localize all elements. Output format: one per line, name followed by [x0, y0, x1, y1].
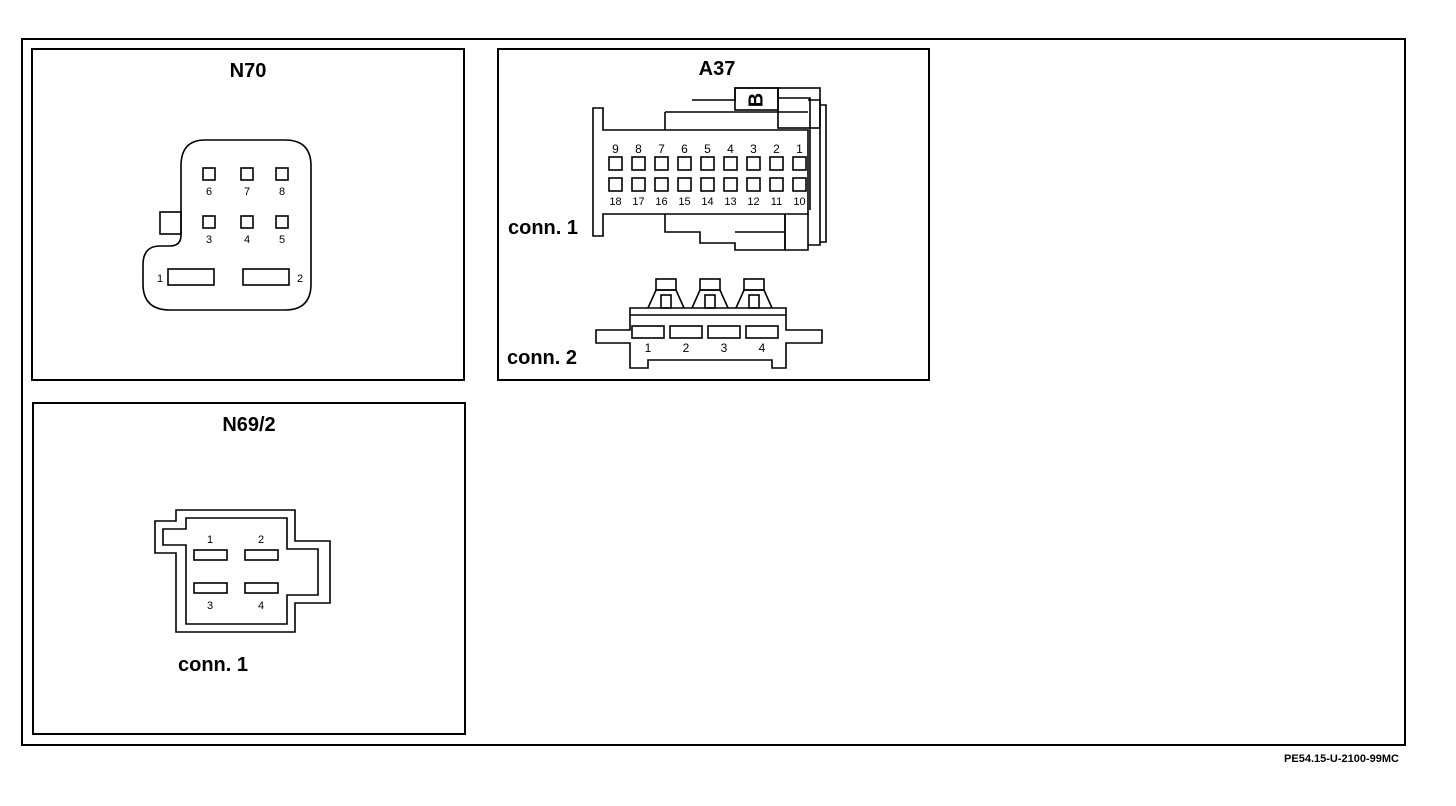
- a37-conn1-pin-label: 14: [701, 196, 713, 208]
- n69-2-pin-cell: [193, 582, 228, 594]
- a37-conn1-pin-cell: [723, 177, 738, 192]
- a37-conn2-pin-label: 4: [759, 341, 766, 355]
- drawing-reference: PE54.15-U-2100-99MC: [1284, 753, 1399, 765]
- n69-2-pin-cell: [244, 549, 279, 561]
- a37-conn1-pin-label: 2: [773, 142, 780, 156]
- a37-conn1-pin-cell: [723, 156, 738, 171]
- a37-conn2-pin-cell: [669, 325, 703, 339]
- a37-conn1-pin-cell: [654, 156, 669, 171]
- n69-2-pin-label: 4: [258, 600, 264, 612]
- n70-blade-pin: [242, 268, 290, 286]
- panel-n70-border: [31, 48, 465, 381]
- a37-conn2-housing: [595, 278, 823, 369]
- n69-2-pin-label: 2: [258, 534, 264, 546]
- a37-conn1-pin-cell: [769, 177, 784, 192]
- a37-conn2-label: conn. 2: [507, 347, 577, 369]
- n70-pin-label: 8: [279, 186, 285, 198]
- n69-2-pin-label: 1: [207, 534, 213, 546]
- a37-conn1-pin-label: 12: [747, 196, 759, 208]
- n69-2-pin-cell: [193, 549, 228, 561]
- a37-conn1-pin-label: 13: [724, 196, 736, 208]
- a37-conn1-pin-label: 5: [704, 142, 711, 156]
- n69-2-connector-body: [154, 509, 331, 633]
- a37-conn1-pin-label: 7: [658, 142, 665, 156]
- a37-conn1-label: conn. 1: [508, 217, 578, 239]
- n70-pin-label: 3: [206, 234, 212, 246]
- a37-conn1-pin-cell: [631, 177, 646, 192]
- a37-conn1-pin-label: 4: [727, 142, 734, 156]
- panel-n69-2: N69/2 1 2 3 4 conn. 1: [32, 402, 466, 735]
- a37-conn1-pin-cell: [792, 177, 807, 192]
- n70-pin-label: 2: [297, 273, 303, 285]
- n70-connector-body: [142, 139, 312, 311]
- n70-pin-cell: [240, 167, 254, 181]
- n70-pin-cell: [275, 167, 289, 181]
- a37-conn2-pin-cell: [745, 325, 779, 339]
- a37-conn1-pin-label: 9: [612, 142, 619, 156]
- a37-coding-letter: B: [745, 93, 767, 107]
- n70-pin-label: 6: [206, 186, 212, 198]
- a37-conn1-pin-label: 18: [609, 196, 621, 208]
- n69-2-pin-label: 3: [207, 600, 213, 612]
- a37-conn1-pin-cell: [631, 156, 646, 171]
- a37-conn1-pin-label: 17: [632, 196, 644, 208]
- n70-pin-cell: [202, 167, 216, 181]
- a37-conn1-pin-label: 15: [678, 196, 690, 208]
- panel-a37-border: [497, 48, 930, 381]
- a37-conn2-pin-cell: [707, 325, 741, 339]
- a37-conn1-pin-cell: [608, 177, 623, 192]
- a37-conn1-pin-label: 11: [771, 196, 782, 208]
- n70-latch: [159, 211, 182, 235]
- n70-pin-label: 5: [279, 234, 285, 246]
- a37-conn1-pin-cell: [608, 156, 623, 171]
- n70-pin-label: 7: [244, 186, 250, 198]
- n70-pin-label: 4: [244, 234, 250, 246]
- outer-frame: [21, 38, 1406, 746]
- n70-blade-pin: [167, 268, 215, 286]
- panel-n70-title: N70: [230, 60, 267, 82]
- n70-pin-label: 1: [157, 273, 163, 285]
- a37-conn2-pin-label: 2: [683, 341, 690, 355]
- a37-conn1-pin-cell: [700, 156, 715, 171]
- a37-conn1-pin-cell: [677, 156, 692, 171]
- n69-2-conn1-label: conn. 1: [178, 654, 248, 676]
- a37-conn1-pin-cell: [746, 156, 761, 171]
- a37-conn1-pin-cell: [792, 156, 807, 171]
- a37-conn1-pin-cell: [677, 177, 692, 192]
- a37-conn1-pin-label: 10: [793, 196, 805, 208]
- a37-conn2-pin-label: 3: [721, 341, 728, 355]
- a37-conn1-pin-label: 3: [750, 142, 757, 156]
- a37-conn1-pin-label: 8: [635, 142, 642, 156]
- a37-conn1-pin-cell: [769, 156, 784, 171]
- a37-conn2-pin-cell: [631, 325, 665, 339]
- n70-pin-cell: [202, 215, 216, 229]
- panel-a37-title: A37: [699, 58, 736, 80]
- a37-conn1-pin-label: 1: [796, 142, 803, 156]
- a37-conn2-pin-label: 1: [645, 341, 652, 355]
- n69-2-pin-cell: [244, 582, 279, 594]
- a37-conn1-pin-label: 6: [681, 142, 688, 156]
- a37-conn1-pin-label: 16: [655, 196, 667, 208]
- a37-conn1-housing: [592, 87, 827, 251]
- panel-n69-2-border: [32, 402, 466, 735]
- n70-pin-cell: [240, 215, 254, 229]
- panel-n69-2-title: N69/2: [222, 414, 275, 436]
- a37-conn1-pin-cell: [700, 177, 715, 192]
- a37-conn1-pin-cell: [746, 177, 761, 192]
- panel-n70: N70 6 7 8 3 4 5 1 2: [31, 48, 465, 381]
- n70-pin-cell: [275, 215, 289, 229]
- a37-conn1-pin-cell: [654, 177, 669, 192]
